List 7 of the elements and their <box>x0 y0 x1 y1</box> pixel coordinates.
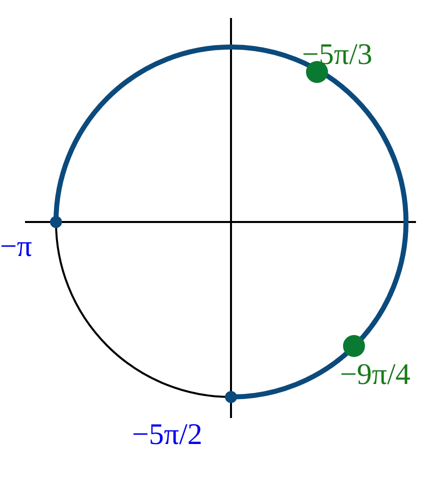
point-dot <box>343 335 365 357</box>
point-label: −9π/4 <box>340 360 410 390</box>
point-label: −5π/3 <box>302 40 372 70</box>
point-dot <box>225 391 237 403</box>
point-label: −π <box>0 232 32 262</box>
point-label: −5π/2 <box>132 420 202 450</box>
point-dot <box>50 216 62 228</box>
